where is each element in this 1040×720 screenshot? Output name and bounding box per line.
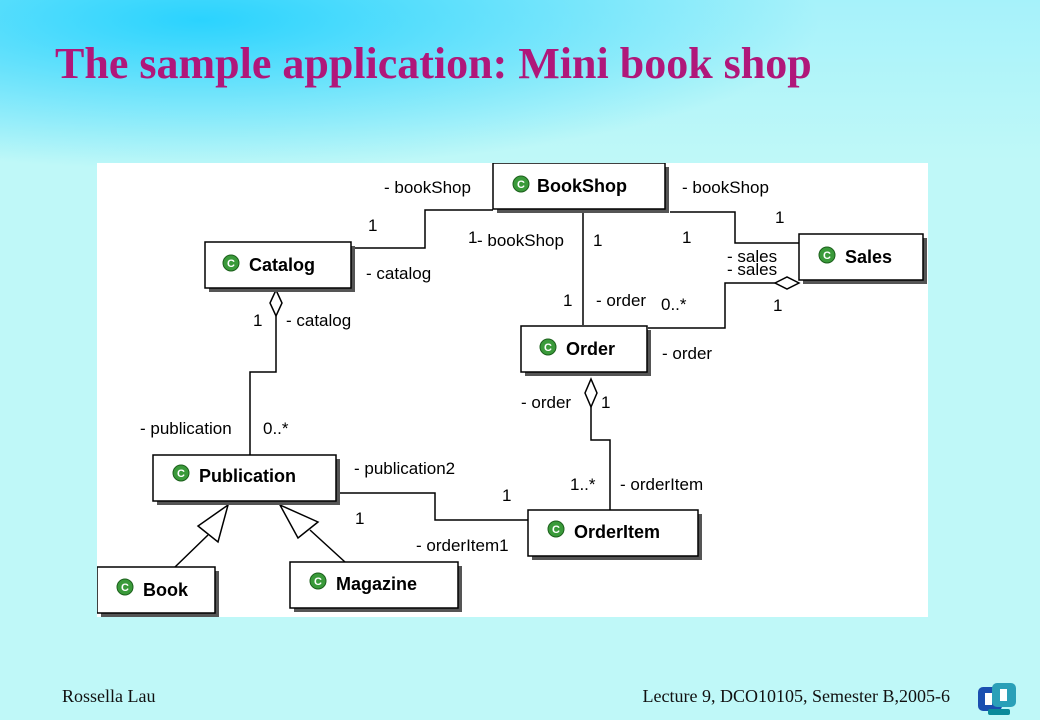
multiplicity-label: 1 [682, 228, 691, 247]
class-icon [116, 578, 134, 596]
role-label: - bookShop [384, 178, 471, 197]
role-label: - sales [727, 260, 777, 279]
generalization-arrow-book [196, 503, 230, 544]
class-sales[interactable]: C Sales [798, 233, 927, 284]
university-logo-icon [978, 683, 1016, 715]
role-label: - orderItem [620, 475, 703, 494]
class-name-catalog: Catalog [249, 255, 315, 275]
class-name-publication: Publication [199, 466, 296, 486]
class-magazine[interactable]: C Magazine [289, 561, 462, 612]
multiplicity-label: 1 [355, 509, 364, 528]
diagram-canvas [97, 163, 928, 617]
line-magazine-publication [309, 529, 346, 563]
multiplicity-label: 1 [775, 208, 784, 227]
class-icon [512, 175, 530, 193]
class-name-bookshop: BookShop [537, 176, 627, 196]
class-orderitem[interactable]: C OrderItem [527, 509, 702, 560]
aggregation-diamond-catalog [269, 288, 283, 318]
line-bookshop-sales [670, 211, 800, 244]
class-name-sales: Sales [845, 247, 892, 267]
class-icon [172, 464, 190, 482]
multiplicity-label: 1 [253, 311, 262, 330]
aggregation-diamond-sales [773, 276, 801, 290]
multiplicity-label: 1 [468, 228, 477, 247]
multiplicity-label: 1 [601, 393, 610, 412]
role-label: - catalog [366, 264, 431, 283]
svg-text:C: C [823, 250, 831, 262]
multiplicity-label: 0..* [661, 295, 687, 314]
role-label: - publication2 [354, 459, 455, 478]
line-order-sales [648, 282, 775, 329]
class-order[interactable]: C Order [520, 325, 651, 376]
association-lines [174, 209, 800, 568]
role-label: - bookShop [682, 178, 769, 197]
slide-title: The sample application: Mini book shop [55, 39, 812, 88]
aggregation-diamond-order [584, 377, 598, 409]
generalization-arrow-magazine [278, 503, 320, 540]
multiplicity-label: 0..* [263, 419, 289, 438]
line-publication-orderitem [340, 492, 528, 521]
line-catalog-publication [249, 316, 277, 455]
svg-text:C: C [227, 258, 235, 270]
svg-text:C: C [517, 179, 525, 191]
class-name-order: Order [566, 339, 615, 359]
footer-author: Rossella Lau [62, 686, 156, 706]
class-icon [539, 338, 557, 356]
multiplicity-label: 1 [368, 216, 377, 235]
role-label: - order [662, 344, 712, 363]
role-label: - bookShop [477, 231, 564, 250]
role-label: - publication [140, 419, 232, 438]
multiplicity-label: 1 [502, 486, 511, 505]
multiplicity-label: 1 [563, 291, 572, 310]
role-label: - order [596, 291, 646, 310]
class-icon [309, 572, 327, 590]
class-icon [818, 246, 836, 264]
class-icon [222, 254, 240, 272]
multiplicity-label: 1 [773, 296, 782, 315]
class-name-orderitem: OrderItem [574, 522, 660, 542]
class-name-magazine: Magazine [336, 574, 417, 594]
class-catalog[interactable]: C Catalog [204, 241, 355, 292]
class-book[interactable]: C Book [97, 566, 219, 617]
svg-text:C: C [314, 576, 322, 588]
role-label: - order [521, 393, 571, 412]
role-label: - catalog [286, 311, 351, 330]
svg-text:C: C [121, 582, 129, 594]
line-catalog-bookshop [350, 209, 493, 249]
class-name-book: Book [143, 580, 189, 600]
svg-text:C: C [552, 524, 560, 536]
multiplicity-label: 1..* [570, 475, 596, 494]
multiplicity-label: 1 [593, 231, 602, 250]
svg-text:C: C [544, 342, 552, 354]
role-label: - orderItem1 [416, 536, 509, 555]
line-book-publication [174, 534, 209, 568]
class-icon [547, 520, 565, 538]
role-label: - sales [727, 247, 777, 266]
class-publication[interactable]: C Publication [152, 454, 340, 505]
class-bookshop[interactable]: C BookShop [492, 163, 669, 213]
footer-lecture-info: Lecture 9, DCO10105, Semester B,2005-6 [642, 686, 950, 706]
uml-class-diagram: C BookShop C Catalog C Sales C Order C P… [97, 163, 928, 617]
line-order-orderitem [590, 407, 611, 510]
svg-text:C: C [177, 468, 185, 480]
